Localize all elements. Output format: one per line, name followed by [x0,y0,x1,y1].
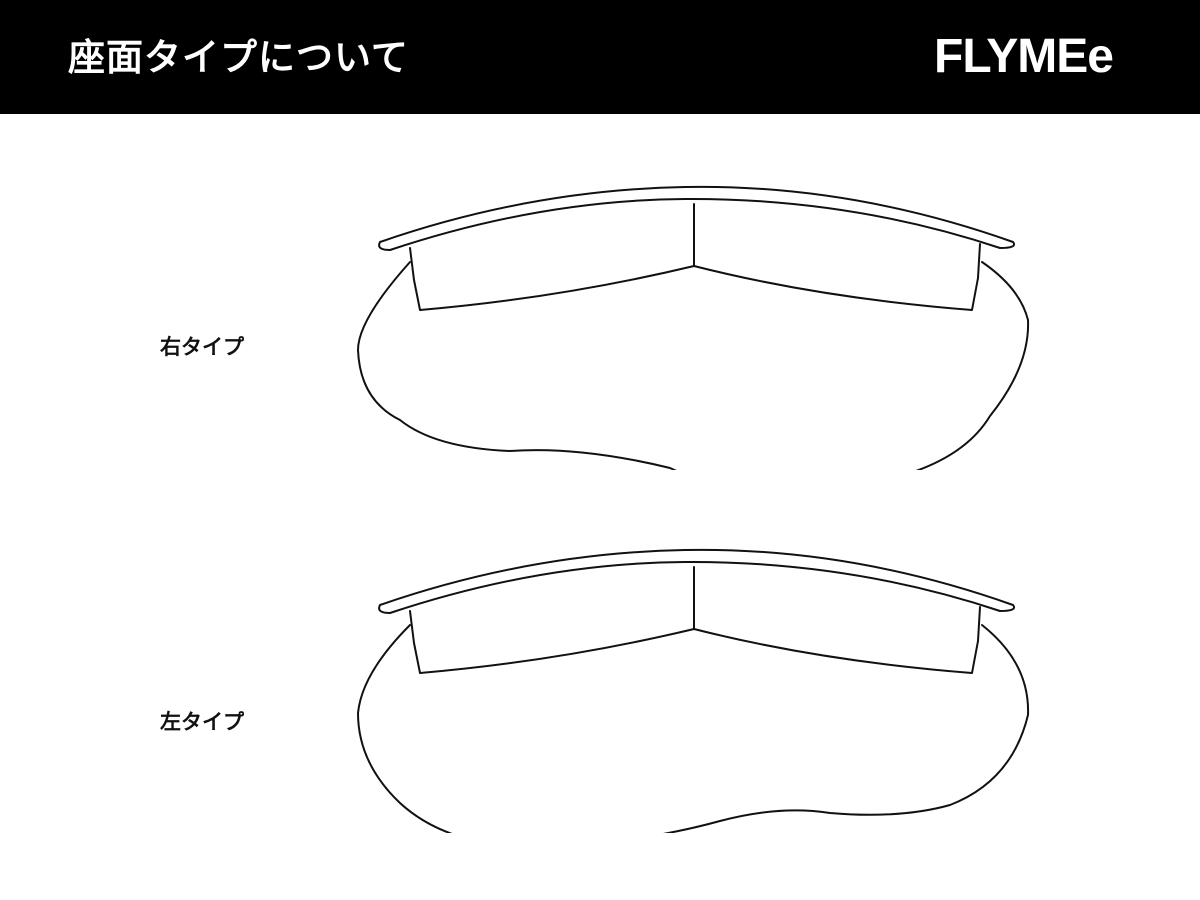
sofa-outline-right-icon [357,185,1030,470]
right-type-label: 右タイプ [160,335,244,359]
header-bar: 座面タイプについて FLYMEe [0,0,1200,114]
page-title: 座面タイプについて [68,36,409,79]
brand-logo: FLYMEe [934,30,1114,83]
left-type-label: 左タイプ [160,710,244,734]
left-type-sofa-diagram [340,533,1060,833]
sofa-outline-left-icon [357,548,1030,833]
right-type-sofa-diagram [340,170,1060,470]
